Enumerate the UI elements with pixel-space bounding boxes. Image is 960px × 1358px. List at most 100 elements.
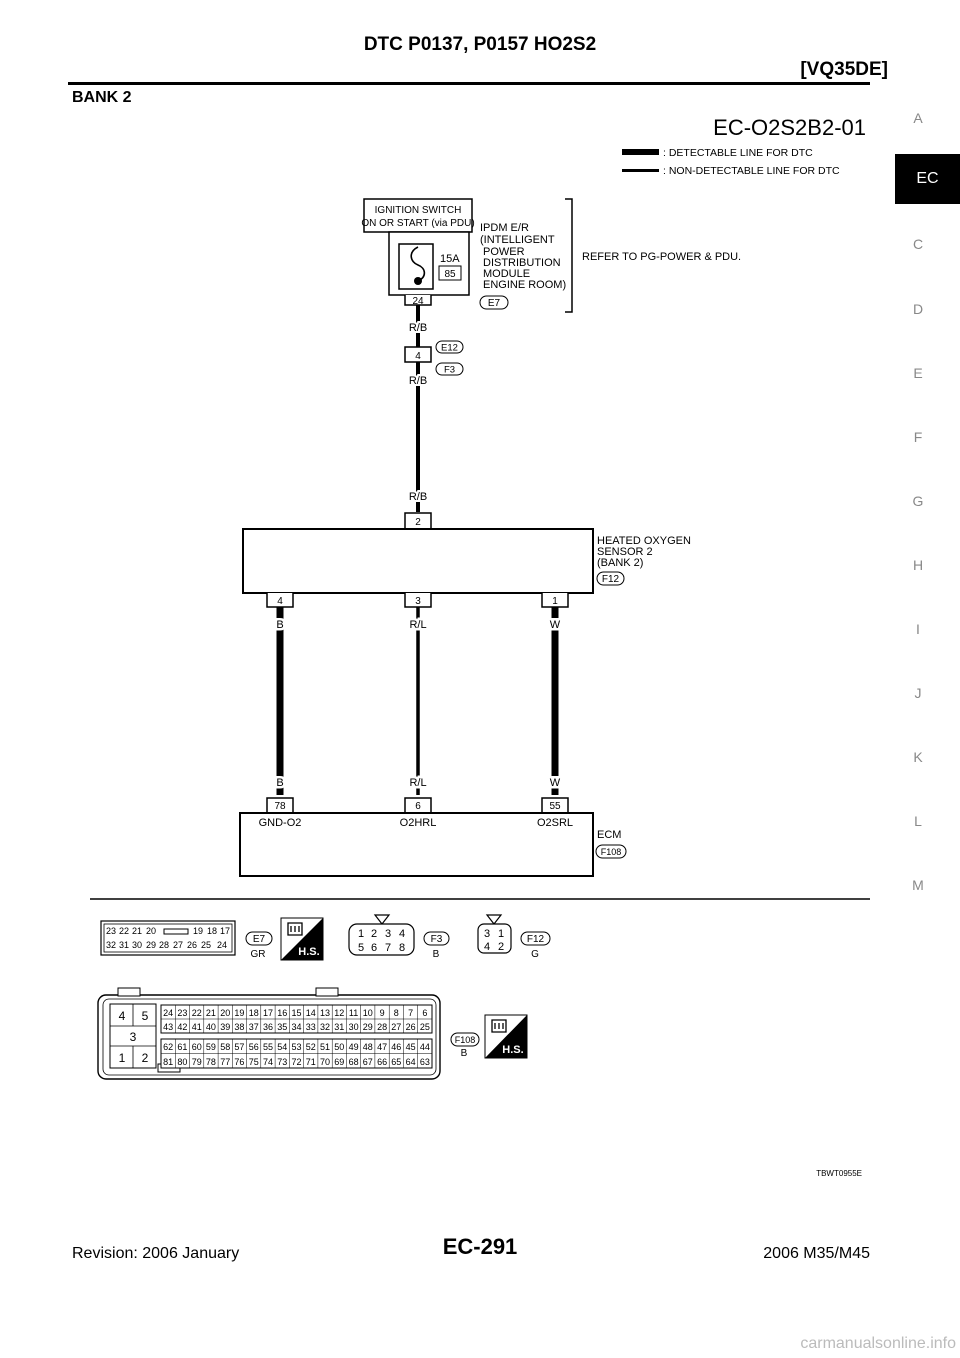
side-index-j[interactable]: J <box>914 685 922 701</box>
ipdm-label-3: POWER <box>483 246 525 258</box>
side-index-k[interactable]: K <box>913 749 923 765</box>
side-index-g[interactable]: G <box>912 493 924 509</box>
f108-pin: 54 <box>277 1042 287 1052</box>
legend-detectable-line <box>622 149 659 155</box>
e7-pin-18: 18 <box>207 926 217 936</box>
harness-side-icon-1: H.S. <box>280 917 324 961</box>
f108-pin: 71 <box>306 1057 316 1067</box>
f108-pin: 10 <box>363 1008 373 1018</box>
f108-pin: 62 <box>163 1042 173 1052</box>
harness-side-icon-2: H.S. <box>484 1014 528 1059</box>
side-index-m[interactable]: M <box>912 877 924 893</box>
f108-pin: 77 <box>220 1057 230 1067</box>
side-index-c[interactable]: C <box>912 236 924 252</box>
f108-pin: 39 <box>220 1022 230 1032</box>
connector-f12-color: G <box>531 949 539 960</box>
side-index-h[interactable]: H <box>912 557 924 573</box>
f108-pin: 15 <box>291 1008 301 1018</box>
connector-e7-tag <box>245 931 273 946</box>
f108-pin: 16 <box>277 1008 287 1018</box>
f108-pin: 67 <box>363 1057 373 1067</box>
e7-pin-17: 17 <box>220 926 230 936</box>
f108-pin: 70 <box>320 1057 330 1067</box>
page-title: DTC P0137, P0157 HO2S2 <box>363 34 597 55</box>
f3-pin-5: 5 <box>358 942 364 954</box>
f108-pin: 74 <box>263 1057 273 1067</box>
sensor-label-1: HEATED OXYGEN <box>597 535 691 547</box>
ecm-terminal-gnd-o2: GND-O2 <box>259 817 302 829</box>
e7-pin-31: 31 <box>119 940 129 950</box>
f108-pin: 14 <box>306 1008 316 1018</box>
connector-f12-tag <box>520 931 551 946</box>
f108-pin: 58 <box>220 1042 230 1052</box>
f108-pin-4: 4 <box>119 1009 126 1023</box>
fuse-terminal-dot <box>414 277 422 285</box>
f108-pin-5: 5 <box>142 1009 149 1023</box>
f108-pin: 63 <box>420 1057 430 1067</box>
side-index-ec-active[interactable]: EC <box>895 154 960 204</box>
ecm-pin-box-55 <box>541 797 569 813</box>
side-index-d[interactable]: D <box>912 301 924 317</box>
f3-pin-2: 2 <box>371 928 377 940</box>
f108-pin: 78 <box>206 1057 216 1067</box>
f108-pin-1: 1 <box>119 1051 126 1065</box>
joint-connector-pin: 4 <box>415 351 421 362</box>
f108-pin: 48 <box>363 1042 373 1052</box>
f108-pin: 33 <box>306 1022 316 1032</box>
f108-pin: 76 <box>234 1057 244 1067</box>
connector-id-e12: E12 <box>441 343 458 354</box>
wire-color-w-top: W <box>550 619 561 631</box>
f108-pin: 65 <box>391 1057 401 1067</box>
f3-pin-4: 4 <box>399 928 405 940</box>
wire-color-rb-3: R/B <box>409 491 427 503</box>
sensor-pin-1: 1 <box>552 596 558 607</box>
connector-e7-face: 23 22 21 20 19 18 17 32 31 30 29 28 27 2… <box>100 920 236 956</box>
fuse-number: 85 <box>444 269 456 280</box>
ecm-label: ECM <box>597 829 621 841</box>
f12-pin-3: 3 <box>484 928 490 940</box>
f108-pin: 44 <box>420 1042 430 1052</box>
f108-pin: 7 <box>408 1008 413 1018</box>
f108-pin: 32 <box>320 1022 330 1032</box>
f108-pin: 46 <box>391 1042 401 1052</box>
f108-pin: 19 <box>234 1008 244 1018</box>
f3-pin-6: 6 <box>371 942 377 954</box>
sensor-label-2: SENSOR 2 <box>597 546 653 558</box>
connector-f12-face: 3 1 4 2 <box>477 914 512 954</box>
footer-vehicle-model: 2006 M35/M45 <box>763 1245 870 1262</box>
wire-color-w-bottom: W <box>550 777 561 789</box>
connector-f3-id: F3 <box>431 934 443 945</box>
e7-pin-26: 26 <box>187 940 197 950</box>
connector-f108-color: B <box>461 1048 468 1059</box>
f3-pin-7: 7 <box>385 942 391 954</box>
connector-id-f3: F3 <box>444 365 455 376</box>
f108-pin: 22 <box>192 1008 202 1018</box>
f108-pin: 40 <box>206 1022 216 1032</box>
header-rule <box>68 82 870 85</box>
side-index-l[interactable]: L <box>914 813 922 829</box>
ipdm-connector-tag <box>479 295 509 310</box>
f12-pin-2: 2 <box>498 941 504 953</box>
sensor-pin-4: 4 <box>277 596 283 607</box>
ecm-terminal-o2srl: O2SRL <box>537 817 573 829</box>
side-index-a[interactable]: A <box>913 110 923 126</box>
side-index-i[interactable]: I <box>916 621 920 637</box>
f108-pin: 8 <box>394 1008 399 1018</box>
sensor-connector-tag <box>596 571 625 586</box>
e7-pin-32: 32 <box>106 940 116 950</box>
f3-pin-8: 8 <box>399 942 405 954</box>
footer-revision: Revision: 2006 January <box>72 1245 240 1262</box>
e7-pin-24: 24 <box>217 940 227 950</box>
connector-tag-e12 <box>435 340 464 354</box>
wire-color-rl-top: R/L <box>409 619 426 631</box>
wire-color-rb-1: R/B <box>409 322 427 334</box>
e7-pin-22: 22 <box>119 926 129 936</box>
f108-pin: 64 <box>406 1057 416 1067</box>
f108-pin: 80 <box>177 1057 187 1067</box>
side-index-e[interactable]: E <box>913 365 923 381</box>
f108-pin: 53 <box>291 1042 301 1052</box>
f108-pin: 26 <box>406 1022 416 1032</box>
legend-non-detectable-line <box>622 169 659 172</box>
side-index-f[interactable]: F <box>913 429 923 445</box>
